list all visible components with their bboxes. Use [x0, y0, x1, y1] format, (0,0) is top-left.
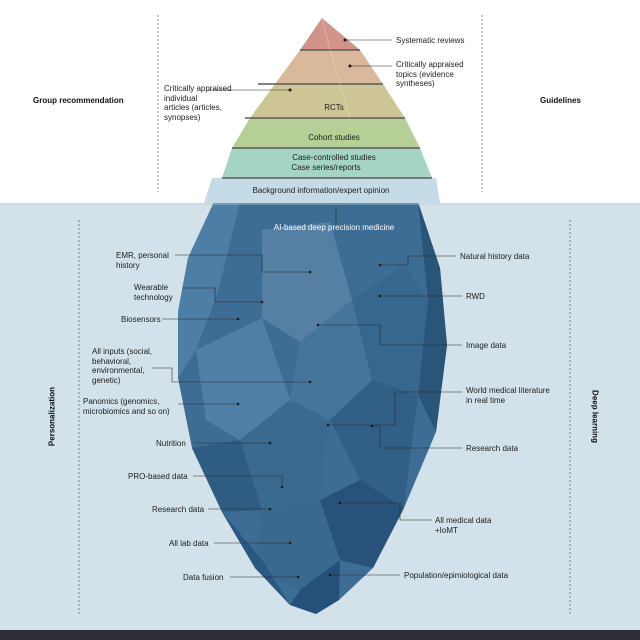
label-data-fusion: Data fusion: [183, 573, 224, 582]
evidence-pyramid: [204, 17, 440, 203]
label-line: Critically appraised: [164, 84, 232, 93]
label-line: EMR, personal: [116, 251, 169, 260]
header-guidelines: Guidelines: [540, 96, 581, 105]
tier-label-case-controlled: Case-controlled studies: [292, 153, 376, 162]
callout-lines: [152, 39, 462, 578]
label-line: articles (articles,: [164, 103, 222, 112]
label-line: history: [116, 260, 140, 270]
label-world-medical-literature: World medical literature in real time: [466, 386, 550, 405]
tier-label-case-series: Case series/reports: [291, 163, 361, 172]
label-line: Panomics (genomics,: [83, 397, 160, 406]
label-all-medical-data: All medical data +IoMT: [435, 516, 491, 535]
label-emr: EMR, personal history: [116, 251, 169, 270]
label-natural-history: Natural history data: [460, 252, 530, 261]
label-line: topics (evidence: [396, 69, 454, 79]
callout-dots: [236, 38, 382, 579]
label-critically-appraised-articles: Critically appraised individual articles…: [164, 84, 232, 122]
label-wearable: Wearable technology: [134, 283, 173, 302]
label-rwd: RWD: [466, 292, 485, 301]
label-nutrition: Nutrition: [156, 439, 186, 448]
label-systematic-reviews: Systematic reviews: [396, 36, 465, 45]
label-biosensors: Biosensors: [121, 315, 161, 324]
label-line: technology: [134, 292, 173, 302]
label-line: synopses): [164, 112, 201, 122]
label-panomics: Panomics (genomics, microbiomics and so …: [83, 397, 170, 416]
section-dividers: [78, 15, 571, 615]
header-personalization: Personalization: [47, 386, 57, 447]
header-deep-learning: Deep learning: [590, 390, 600, 443]
header-group-recommendation: Group recommendation: [33, 96, 124, 105]
label-line: Critically appraised: [396, 60, 464, 69]
label-critically-appraised-topics: Critically appraised topics (evidence sy…: [396, 60, 464, 89]
label-population-data: Population/epimiological data: [404, 571, 509, 580]
label-research-data-left: Research data: [152, 505, 205, 514]
label-all-lab-data: All lab data: [169, 539, 209, 548]
label-line: +IoMT: [435, 525, 458, 535]
label-line: microbiomics and so on): [83, 406, 170, 416]
underwater-iceberg: [178, 202, 447, 614]
label-all-inputs: All inputs (social, behavioral, environm…: [92, 347, 152, 385]
label-line: individual: [164, 93, 198, 103]
label-line: World medical literature: [466, 386, 550, 395]
label-line: All inputs (social,: [92, 347, 153, 356]
tier-label-cohort: Cohort studies: [308, 133, 360, 142]
label-line: Wearable: [134, 283, 169, 292]
label-line: genetic): [92, 375, 121, 385]
label-image-data: Image data: [466, 341, 507, 350]
label-line: environmental,: [92, 366, 145, 375]
tier-label-rcts: RCTs: [324, 103, 344, 112]
iceberg-title: AI-based deep precision medicine: [273, 223, 395, 232]
label-line: All medical data: [435, 516, 492, 525]
bottom-strip: [0, 630, 640, 640]
label-research-data-right: Research data: [466, 444, 519, 453]
label-pro-based-data: PRO-based data: [128, 472, 188, 481]
label-line: behavioral,: [92, 356, 132, 366]
label-line: syntheses): [396, 79, 435, 88]
tier-label-background: Background information/expert opinion: [252, 186, 390, 195]
label-line: in real time: [466, 395, 506, 405]
